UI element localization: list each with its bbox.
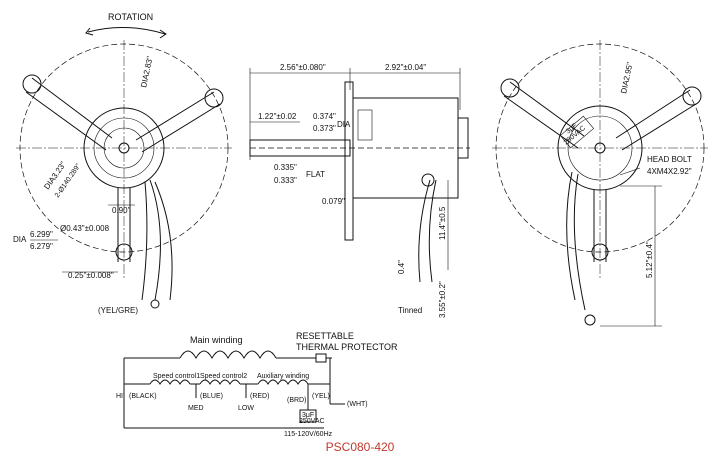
tinned-label: Tinned bbox=[398, 306, 422, 315]
cap-small-value: 3μF bbox=[302, 412, 314, 419]
arm-upper-left bbox=[31, 77, 113, 139]
dia-top-label: DIA2.83" bbox=[139, 55, 154, 88]
head-bolt-label: HEAD BOLT bbox=[647, 155, 692, 164]
flat-label: FLAT bbox=[306, 170, 325, 179]
height-label: 5.12"±0.4" bbox=[645, 241, 654, 278]
rear-arm-hole-left bbox=[500, 78, 520, 98]
dia-min: 6.279" bbox=[30, 242, 53, 251]
left-front-view: ROTATION DIA2.83" DIA3.23" 2-Ø140.289" D… bbox=[13, 12, 232, 315]
rear-dia-label: DIA2.95" bbox=[619, 61, 634, 94]
rotation-arrow bbox=[87, 26, 166, 35]
brd-label: (BRD) bbox=[287, 397, 306, 404]
part-number: PSC080-420 bbox=[325, 440, 395, 454]
speed1-coil bbox=[149, 379, 191, 385]
run-capacitor bbox=[299, 409, 317, 423]
offset-label: 0.25"±0.008" bbox=[68, 271, 114, 280]
protector-label-1: RESETTABLE bbox=[296, 331, 354, 341]
rear-lead-2 bbox=[573, 173, 586, 311]
width-label: 0.90" bbox=[112, 206, 131, 215]
hi-label: HI bbox=[116, 393, 123, 400]
side-lead-wire-1 bbox=[418, 179, 431, 283]
strip-label: 0.4" bbox=[397, 260, 406, 274]
rear-ring-terminal bbox=[584, 314, 596, 326]
lead-wire-1 bbox=[149, 179, 161, 301]
arm-upper-right-edge bbox=[141, 103, 221, 153]
len-shaft-label: 2.56"±0.080" bbox=[280, 63, 326, 72]
body-tab bbox=[357, 109, 373, 141]
supply-label: 115-120V/60Hz bbox=[284, 431, 333, 438]
aux-coil bbox=[257, 379, 309, 385]
shaft-dia-label: DIA bbox=[337, 120, 351, 129]
mounting-plate bbox=[344, 81, 354, 241]
capacitor bbox=[559, 115, 595, 149]
rear-cap bbox=[457, 117, 469, 159]
ground-ring-terminal bbox=[150, 299, 160, 309]
side-grommet bbox=[421, 173, 435, 187]
wht-label: (WHT) bbox=[347, 401, 368, 408]
rear-arm-hole-bottom bbox=[591, 243, 609, 261]
flat-min: 0.333" bbox=[274, 176, 297, 185]
rear-arm-bottom bbox=[593, 190, 607, 262]
lead-color-label: (YEL/GRE) bbox=[98, 306, 138, 315]
lead-wire-3 bbox=[141, 181, 148, 301]
tinned-len-label: 3.55"±0.2" bbox=[438, 281, 447, 318]
side-lead-wire-2 bbox=[428, 179, 437, 283]
rotation-arrowhead-right bbox=[159, 29, 167, 39]
flat-max: 0.335" bbox=[274, 163, 297, 172]
plate-thickness: 0.079" bbox=[322, 197, 345, 206]
rear-lead-1 bbox=[566, 171, 576, 301]
lead-wire-2 bbox=[154, 181, 173, 301]
wiring-diagram: Main winding RESETTABLE THERMAL PROTECTO… bbox=[116, 331, 398, 438]
black-label: (BLACK) bbox=[129, 393, 157, 400]
rear-arm-right bbox=[615, 89, 697, 151]
lead-len-label: 11.4"±0.5 bbox=[438, 206, 447, 240]
protector-label-2: THERMAL PROTECTOR bbox=[296, 342, 398, 352]
flat-len-label: 1.22"±0.02 bbox=[258, 112, 297, 121]
right-rear-view: 3μF 250VAC DIA2.95" HEAD BOLT 4XM4X2.92"… bbox=[492, 40, 708, 327]
main-winding-coil bbox=[179, 350, 277, 360]
side-view: 2.56"±0.080" 2.92"±0.04" 1.22"±0.02 0.37… bbox=[249, 63, 470, 318]
speed2-coil bbox=[199, 379, 241, 385]
med-label: MED bbox=[188, 405, 204, 412]
aux-label: Auxiliary winding bbox=[257, 373, 309, 380]
low-label: LOW bbox=[238, 405, 254, 412]
rotation-label: ROTATION bbox=[108, 12, 153, 22]
shaft-min: 0.373" bbox=[313, 124, 336, 133]
rear-arm-left bbox=[503, 81, 585, 149]
dia-label: DIA bbox=[13, 235, 27, 244]
bolt-spec-label: 4XM4X2.92" bbox=[647, 167, 692, 176]
arm-upper-left-edge bbox=[25, 91, 107, 151]
speed2-label: Speed control2 bbox=[200, 373, 247, 380]
rear-arm-hole-right bbox=[682, 86, 702, 106]
len-body-label: 2.92"±0.04" bbox=[385, 63, 426, 72]
arm-hole-upper-right bbox=[204, 88, 224, 108]
thermal-protector bbox=[315, 353, 327, 363]
hole-dim: Ø0.43"±0.008 bbox=[60, 224, 110, 233]
arm-upper-right bbox=[135, 91, 215, 141]
rotation-arrowhead-left bbox=[85, 27, 94, 36]
shaft-max: 0.374" bbox=[313, 112, 336, 121]
arm-bottom bbox=[117, 188, 131, 262]
bolt-leader bbox=[619, 167, 641, 176]
dia-max: 6.299" bbox=[30, 230, 53, 239]
main-winding-label: Main winding bbox=[190, 335, 243, 345]
red-label: (RED) bbox=[250, 393, 269, 400]
blue-label: (BLUE) bbox=[200, 393, 223, 400]
speed1-label: Speed control1 bbox=[153, 373, 200, 380]
arm-hole-upper-left bbox=[22, 74, 42, 94]
yel-label: (YEL) bbox=[312, 393, 330, 400]
cap-small-voltage: 250VAC bbox=[299, 418, 325, 425]
